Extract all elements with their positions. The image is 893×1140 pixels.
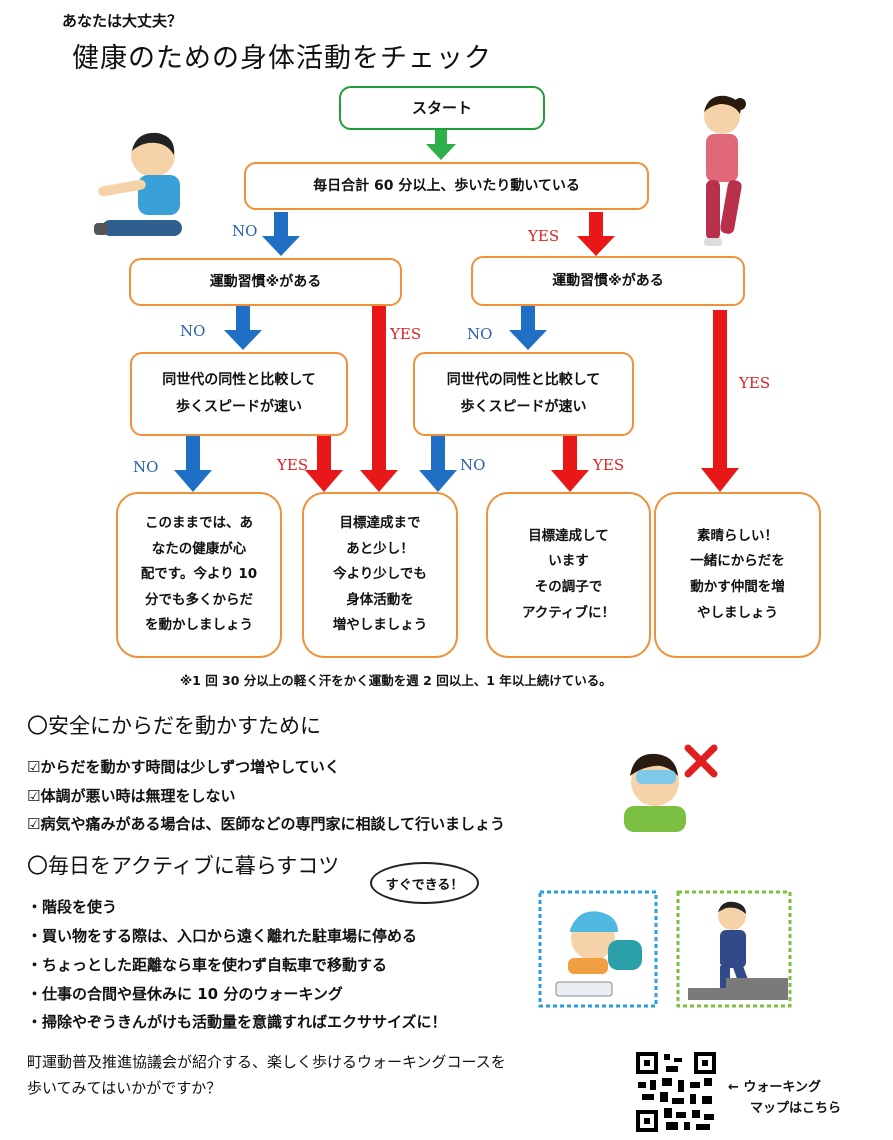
- question-box-walking-speed-left: 同世代の同性と比較して 歩くスピードが速い: [130, 352, 348, 436]
- tip-item: ・掃除やぞうきんがけも活動量を意識すればエクササイズに！: [27, 1013, 447, 1031]
- question-box-exercise-habit-right: 運動習慣※がある: [471, 256, 745, 306]
- tip-item: ・仕事の合間や昼休みに 10 分のウォーキング: [27, 985, 343, 1003]
- sick-woman-illustration: [624, 744, 718, 832]
- yes-label: YES: [390, 325, 422, 343]
- yes-label: YES: [528, 227, 560, 245]
- no-label: NO: [460, 456, 486, 474]
- result-box-almost-goal: 目標達成まで あと少し！ 今より少しでも 身体活動を 増やしましょう: [302, 492, 458, 658]
- green-arrow-icon: [426, 130, 456, 160]
- yes-label: YES: [277, 456, 309, 474]
- jogging-woman-illustration: [704, 95, 746, 246]
- yes-label: YES: [739, 374, 771, 392]
- exercising-man-illustration: [94, 132, 182, 236]
- map-link-line2: マップはこちら: [750, 1100, 842, 1116]
- tip-item: ・階段を使う: [27, 898, 118, 916]
- tips-heading: 〇毎日をアクティブに暮らすコツ: [27, 854, 340, 878]
- safety-item: ☑体調が悪い時は無理をしない: [27, 787, 236, 805]
- walking-map-link[interactable]: ← ウォーキング マップはこちら: [728, 1078, 841, 1120]
- speech-bubble: すぐできる！: [370, 862, 479, 904]
- yes-label: YES: [593, 456, 625, 474]
- question-box-daily-activity: 毎日合計 60 分以上、歩いたり動いている: [244, 162, 649, 210]
- result-box-goal-achieved: 目標達成して います その調子で アクティブに！: [486, 492, 651, 658]
- tip-item: ・買い物をする際は、入口から遠く離れた駐車場に停める: [27, 927, 418, 945]
- result-box-excellent: 素晴らしい！ 一緒にからだを 動かす仲間を増 やしましょう: [654, 492, 821, 658]
- page-title: 健康のための身体活動をチェック: [72, 43, 492, 74]
- map-link-line1: ← ウォーキング: [728, 1080, 822, 1095]
- no-label: NO: [180, 322, 206, 340]
- stairs-businessman-illustration: [676, 890, 792, 1008]
- start-box: スタート: [339, 86, 545, 130]
- cleaning-girl-illustration: [538, 890, 658, 1008]
- subtitle: あなたは大丈夫？: [62, 12, 183, 30]
- flowchart-arrows: [174, 130, 739, 492]
- yes-arrows: [305, 212, 739, 492]
- result-box-needs-activity: このままでは、あ なたの健康が心 配です。今より 10 分でも多くからだ を動か…: [116, 492, 282, 658]
- safety-item: ☑病気や痛みがある場合は、医師などの専門家に相談して行いましょう: [27, 815, 506, 833]
- footnote: ※1 回 30 分以上の軽く汗をかく運動を週 2 回以上、1 年以上続けている。: [180, 673, 612, 688]
- qr-code-icon[interactable]: [636, 1052, 716, 1132]
- no-arrows: [174, 212, 547, 492]
- no-label: NO: [467, 325, 493, 343]
- safety-heading: 〇安全にからだを動かすために: [27, 714, 321, 738]
- question-box-exercise-habit-left: 運動習慣※がある: [129, 258, 402, 306]
- question-box-walking-speed-right: 同世代の同性と比較して 歩くスピードが速い: [413, 352, 634, 436]
- red-x-icon: [684, 744, 718, 778]
- safety-item: ☑からだを動かす時間は少しずつ増やしていく: [27, 758, 340, 776]
- no-label: NO: [133, 458, 159, 476]
- tip-item: ・ちょっとした距離なら車を使わず自転車で移動する: [27, 956, 388, 974]
- footer-text: 町運動普及推進協議会が紹介する、楽しく歩けるウォーキングコースを 歩いてみてはい…: [27, 1053, 506, 1097]
- no-label: NO: [232, 222, 258, 240]
